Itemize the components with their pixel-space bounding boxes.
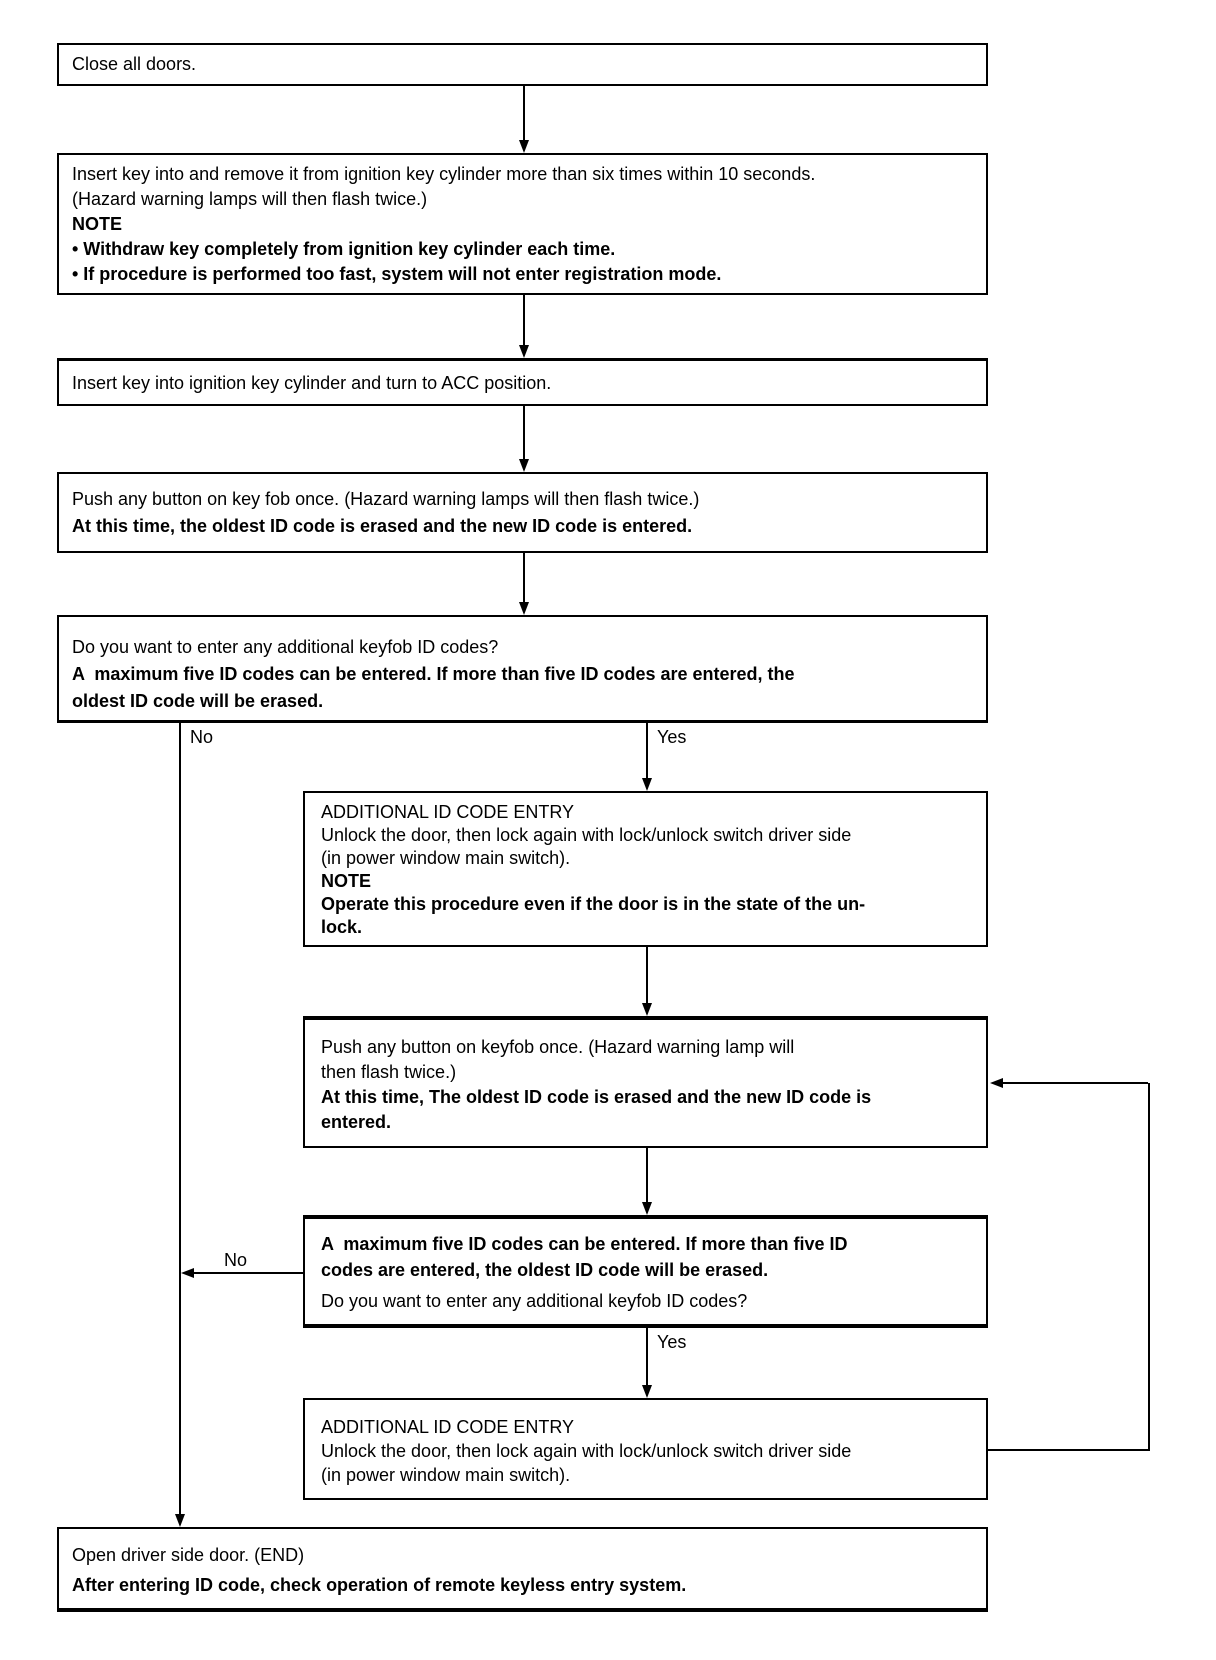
no-branch-line-2 [194, 1272, 303, 1274]
flow-box-text: lock. [321, 917, 363, 937]
flow-box-text: Unlock the door, then lock again with lo… [321, 825, 852, 845]
flow-box-text: Open driver side door. (END) [72, 1545, 305, 1565]
flow-box-text: (Hazard warning lamps will then flash tw… [72, 189, 428, 209]
flow-box-text: entered. [321, 1112, 392, 1132]
yes-branch-line [646, 723, 648, 778]
flow-box-text: (in power window main switch). [321, 1465, 571, 1485]
flow-box-text: • If procedure is performed too fast, sy… [72, 264, 722, 284]
arrow-line-step2-step3 [523, 295, 525, 345]
arrow-down-icon [642, 1003, 652, 1016]
flow-box-text: Insert key into and remove it from ignit… [72, 164, 816, 184]
arrow-down-icon [642, 778, 652, 791]
arrow-down-icon [519, 345, 529, 358]
flow-box-text: Insert key into ignition key cylinder an… [72, 373, 552, 393]
no-branch-line [179, 723, 181, 1514]
arrow-line-step7-step8 [646, 1148, 648, 1202]
flow-box-max-codes-question: A maximum five ID codes can be entered. … [303, 1215, 988, 1328]
arrow-down-icon [519, 140, 529, 153]
arrow-left-icon [990, 1078, 1003, 1088]
flow-box-text: Push any button on keyfob once. (Hazard … [321, 1037, 795, 1057]
flow-box-text: After entering ID code, check operation … [72, 1575, 687, 1595]
flow-box-text: Close all doors. [72, 54, 197, 74]
loop-line-bottom [988, 1449, 1150, 1451]
yes-branch-line-2 [646, 1328, 648, 1385]
arrow-left-icon [181, 1268, 194, 1278]
flow-box-text: A maximum five ID codes can be entered. … [321, 1234, 848, 1254]
branch-label-no-2: No [222, 1250, 250, 1270]
arrow-line-step3-step4 [523, 406, 525, 459]
flow-box-close-doors: Close all doors. [57, 43, 988, 86]
flow-box-text: ADDITIONAL ID CODE ENTRY [321, 802, 575, 822]
flow-box-open-door-end: Open driver side door. (END) After enter… [57, 1527, 988, 1612]
flow-box-text: Push any button on key fob once. (Hazard… [72, 489, 700, 509]
flow-box-push-button-keyfob-2: Push any button on keyfob once. (Hazard … [303, 1016, 988, 1148]
arrow-line-step4-step5 [523, 553, 525, 602]
flow-box-text: • Withdraw key completely from ignition … [72, 239, 616, 259]
flow-box-additional-entry-1: ADDITIONAL ID CODE ENTRY Unlock the door… [303, 791, 988, 947]
flow-box-additional-entry-2: ADDITIONAL ID CODE ENTRY Unlock the door… [303, 1398, 988, 1500]
arrow-down-icon [642, 1202, 652, 1215]
flow-box-text: codes are entered, the oldest ID code wi… [321, 1260, 769, 1280]
flow-box-additional-codes-question: Do you want to enter any additional keyf… [57, 615, 988, 723]
flow-box-text: A maximum five ID codes can be entered. … [72, 664, 795, 684]
flow-box-text: then flash twice.) [321, 1062, 457, 1082]
flow-box-text: At this time, the oldest ID code is eras… [72, 516, 693, 536]
flow-box-text: (in power window main switch). [321, 848, 571, 868]
branch-label-yes-2: Yes [655, 1332, 689, 1352]
flow-box-insert-key-acc: Insert key into ignition key cylinder an… [57, 358, 988, 406]
loop-line-top [1003, 1082, 1148, 1084]
flow-box-text: NOTE [72, 214, 123, 234]
arrow-line-step6-step7 [646, 947, 648, 1003]
flow-box-text: ADDITIONAL ID CODE ENTRY [321, 1417, 575, 1437]
arrow-down-icon [519, 602, 529, 615]
flow-box-text: Do you want to enter any additional keyf… [72, 637, 499, 657]
branch-label-yes: Yes [655, 727, 689, 747]
flow-box-text: NOTE [321, 871, 372, 891]
flow-box-text: oldest ID code will be erased. [72, 691, 324, 711]
flow-box-text: At this time, The oldest ID code is eras… [321, 1087, 872, 1107]
arrow-down-icon [519, 459, 529, 472]
arrow-down-icon [642, 1385, 652, 1398]
branch-label-no: No [188, 727, 216, 747]
arrow-line-step1-step2 [523, 86, 525, 140]
loop-line-vertical [1148, 1083, 1150, 1451]
flow-box-text: Do you want to enter any additional keyf… [321, 1291, 748, 1311]
flow-box-push-button-keyfob: Push any button on key fob once. (Hazard… [57, 472, 988, 553]
arrow-down-icon [175, 1514, 185, 1527]
flow-box-insert-remove-key: Insert key into and remove it from ignit… [57, 153, 988, 295]
flow-box-text: Unlock the door, then lock again with lo… [321, 1441, 852, 1461]
flow-box-text: Operate this procedure even if the door … [321, 894, 866, 914]
